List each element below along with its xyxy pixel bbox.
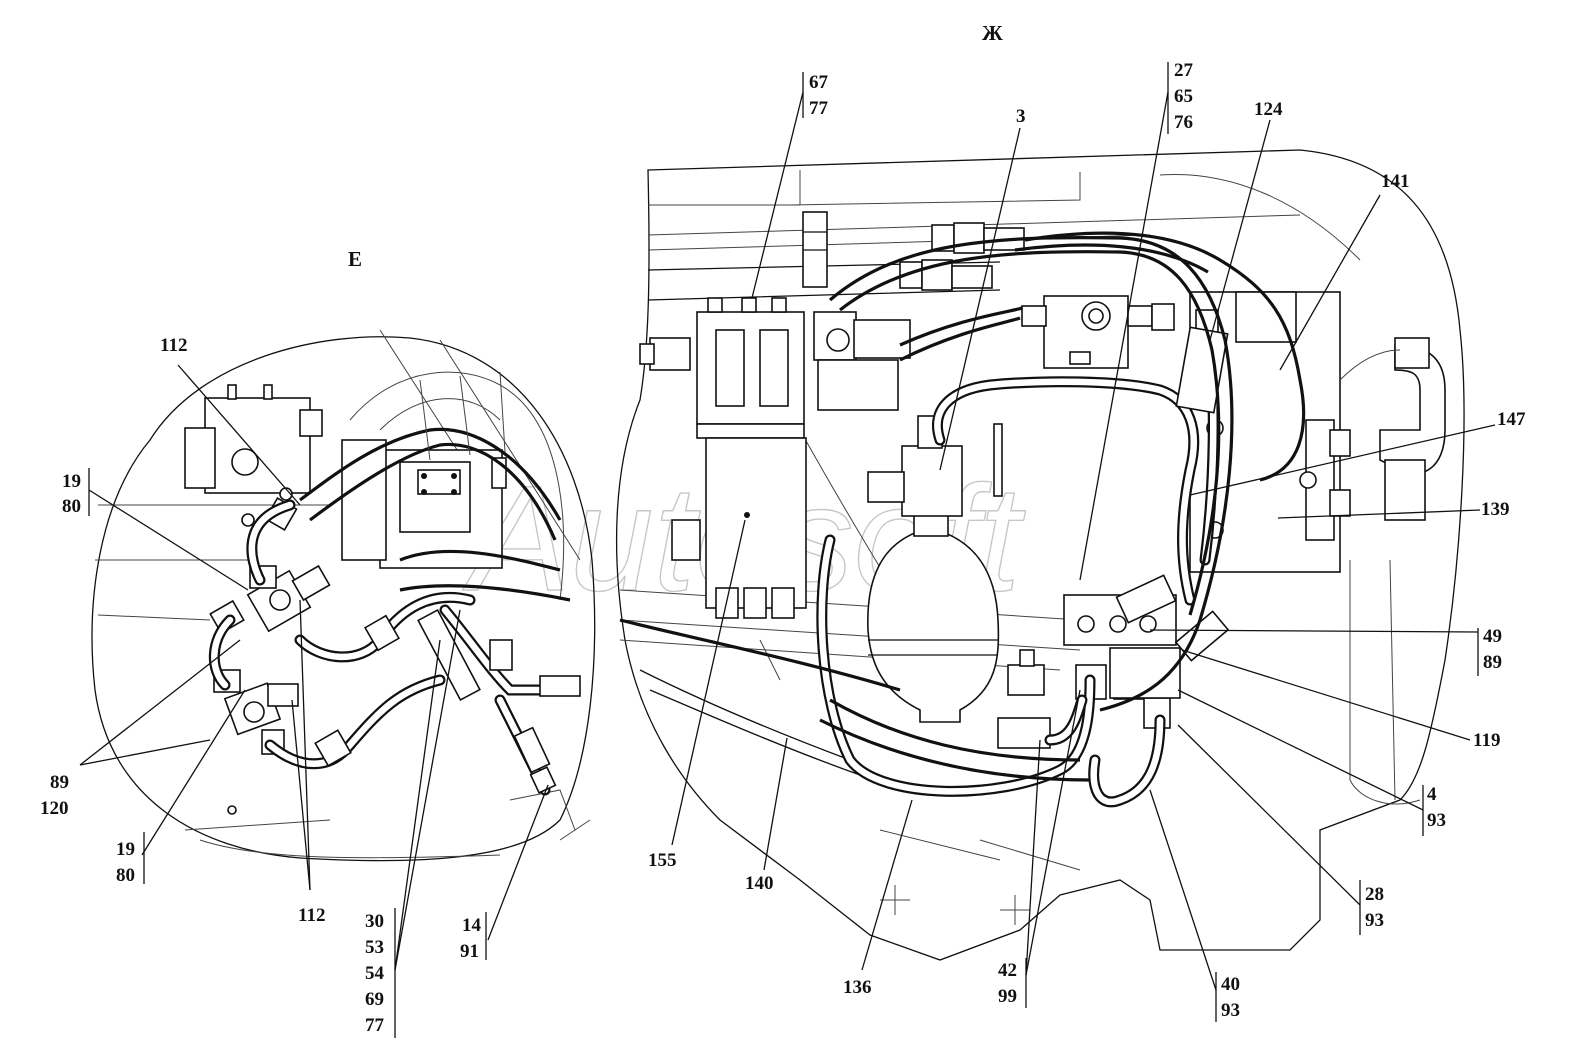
label-140: 140 [745, 873, 774, 894]
label-14: 14 [462, 915, 482, 936]
label-80-bottom: 80 [116, 865, 135, 886]
label-40: 40 [1221, 974, 1240, 995]
label-19-bottom: 19 [116, 839, 135, 860]
label-67: 67 [809, 72, 829, 93]
label-4: 4 [1427, 784, 1437, 805]
label-112-bottom: 112 [298, 905, 325, 926]
label-147: 147 [1497, 409, 1526, 430]
label-28: 28 [1365, 884, 1384, 905]
label-89-right: 89 [1483, 652, 1502, 673]
label-76: 76 [1174, 112, 1193, 133]
label-77-top: 77 [809, 98, 829, 119]
leader-lines [79, 62, 1496, 1038]
label-53: 53 [365, 937, 384, 958]
label-120: 120 [40, 798, 69, 819]
label-65: 65 [1174, 86, 1193, 107]
main-view-zh [616, 149, 1465, 961]
label-49: 49 [1483, 626, 1502, 647]
view-title-e: Е [348, 247, 362, 271]
label-93-a: 93 [1427, 810, 1446, 831]
label-99: 99 [998, 986, 1017, 1007]
label-42: 42 [998, 960, 1017, 981]
label-77-bottom: 77 [365, 1015, 385, 1036]
label-80-top: 80 [62, 496, 81, 517]
part-labels: 112 19 80 89 120 19 80 112 30 53 54 69 7… [40, 60, 1526, 1036]
label-119: 119 [1473, 730, 1500, 751]
label-69: 69 [365, 989, 384, 1010]
label-89: 89 [50, 772, 69, 793]
label-30: 30 [365, 911, 384, 932]
detail-view-e [91, 329, 596, 862]
label-19-top: 19 [62, 471, 81, 492]
label-136: 136 [843, 977, 872, 998]
label-93-b: 93 [1365, 910, 1384, 931]
view-title-zh: Ж [982, 21, 1003, 45]
label-141: 141 [1381, 171, 1410, 192]
label-155: 155 [648, 850, 677, 871]
label-124: 124 [1254, 99, 1283, 120]
label-3: 3 [1016, 106, 1026, 127]
label-91: 91 [460, 941, 479, 962]
label-27: 27 [1174, 60, 1194, 81]
label-139: 139 [1481, 499, 1510, 520]
label-93-c: 93 [1221, 1000, 1240, 1021]
label-54: 54 [365, 963, 385, 984]
label-112-top: 112 [160, 335, 187, 356]
